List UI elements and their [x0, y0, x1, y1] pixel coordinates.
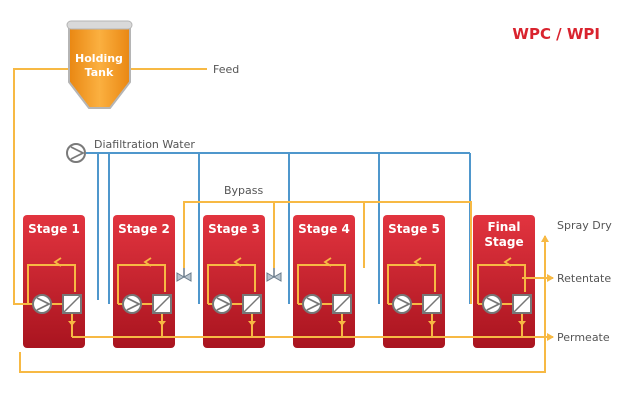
valve-icon[interactable]: [176, 268, 192, 282]
stage-box: Stage 3: [203, 215, 265, 348]
stage-loop: [27, 257, 82, 326]
stage-boxes: Stage 1 Stage 2 Stage 3 Stage 4 Stage 5 Final…: [23, 215, 535, 348]
tank-title-2: Tank: [85, 66, 114, 79]
diafiltration-label: Diafiltration Water: [94, 138, 195, 151]
membrane-filter-icon: [422, 294, 442, 314]
retentate-line: [522, 235, 554, 282]
membrane-filter-icon: [332, 294, 352, 314]
feed-label: Feed: [213, 63, 239, 76]
pump-icon: [212, 294, 232, 314]
tank-title: Holding: [75, 52, 123, 65]
stage-title: Final: [487, 220, 520, 234]
stage-loop: [297, 257, 352, 326]
pump-icon: [392, 294, 412, 314]
valve-icon[interactable]: [266, 268, 282, 282]
stage-title: Stage 5: [388, 222, 440, 236]
stage-box: Stage 1: [23, 215, 85, 348]
product-label: WPC / WPI: [512, 25, 600, 43]
stage-box: Stage 5: [383, 215, 445, 348]
bypass-line: [183, 201, 472, 304]
membrane-filter-icon: [62, 294, 82, 314]
pump-icon: [32, 294, 52, 314]
diafiltration-lines: [86, 152, 471, 304]
stage-loop: [117, 257, 172, 326]
stage-subtitle: Stage: [484, 235, 523, 249]
feed-line: [13, 68, 207, 305]
retentate-label: Retentate: [557, 272, 611, 285]
stage-internals: [27, 257, 532, 326]
pump-icon: [302, 294, 322, 314]
bypass-label: Bypass: [224, 184, 264, 197]
pump-icon: [482, 294, 502, 314]
stage-title: Stage 4: [298, 222, 350, 236]
membrane-filter-icon: [242, 294, 262, 314]
permeate-label: Permeate: [557, 331, 610, 344]
stage-loop: [387, 257, 442, 326]
stage-title: Stage 3: [208, 222, 260, 236]
pump-icon: [122, 294, 142, 314]
membrane-filter-icon: [152, 294, 172, 314]
spray-dry-label: Spray Dry: [557, 219, 612, 232]
stage-title: Stage 1: [28, 222, 80, 236]
stage-box: Stage 2: [113, 215, 175, 348]
pump-icon: [66, 143, 86, 163]
membrane-filter-icon: [512, 294, 532, 314]
stage-loop: [477, 257, 532, 326]
holding-tank: Holding Tank: [66, 20, 133, 109]
return-line: [19, 278, 546, 373]
stage-loop: [207, 257, 262, 326]
stage-title: Stage 2: [118, 222, 170, 236]
stage-box: Stage 4: [293, 215, 355, 348]
